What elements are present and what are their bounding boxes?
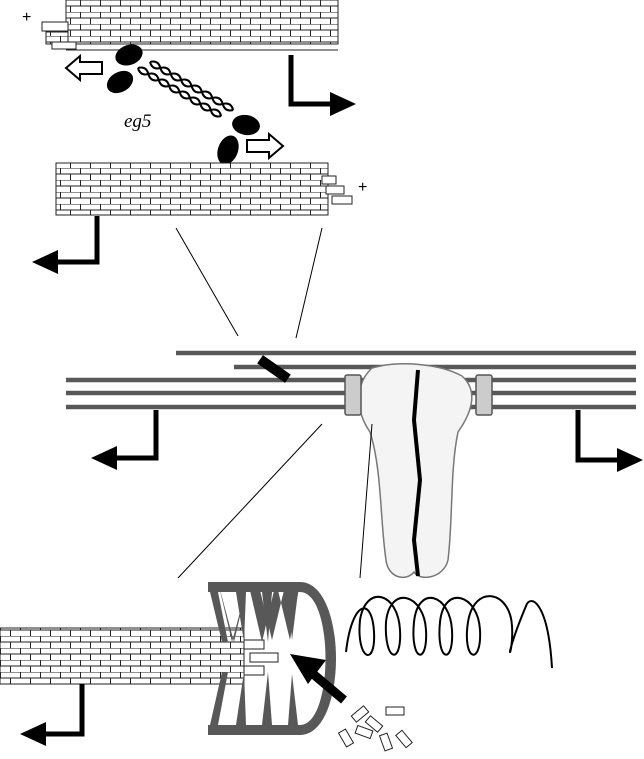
zoom-lines-top [175, 227, 323, 339]
crosslinker-block [257, 355, 291, 383]
arrow-right-icon [617, 448, 643, 472]
plus-end-label-middle: + [358, 179, 367, 196]
clamp-right [475, 374, 493, 416]
arrow-left-icon [64, 53, 103, 83]
arrow-head-icon [290, 654, 326, 684]
microtubule-middle [55, 162, 353, 216]
flux-arrow-schematic-left [91, 410, 159, 470]
arrow-left-icon [20, 722, 46, 746]
spring-coil-icon [345, 595, 553, 669]
eg5-motor [64, 44, 285, 165]
flux-arrow-top-right [288, 55, 356, 116]
plus-end-label-top: + [22, 9, 31, 26]
kinetochore [358, 363, 473, 579]
motor-head-icon [232, 114, 260, 136]
clamp-left [344, 374, 362, 416]
motor-head-icon [115, 44, 143, 66]
zoom-lines-bottom [177, 423, 373, 579]
depolymerization-arrow [290, 654, 347, 704]
motor-head-icon [106, 70, 134, 94]
arrow-right-icon [330, 92, 356, 116]
depolymerase-jaw-icon [208, 582, 336, 735]
tubulin-subunits [337, 705, 413, 752]
motor-head-icon [217, 135, 239, 165]
arrow-left-icon [32, 250, 58, 274]
flux-arrow-middle-left [32, 216, 100, 274]
microtubule-top [41, 0, 339, 51]
arrow-left-icon [91, 446, 117, 470]
arrow-right-icon [246, 131, 285, 161]
microtubule-bottom [0, 627, 279, 685]
flux-arrow-schematic-right [575, 410, 643, 472]
eg5-label: eg5 [124, 111, 151, 132]
flux-arrow-bottom-left [20, 684, 85, 746]
